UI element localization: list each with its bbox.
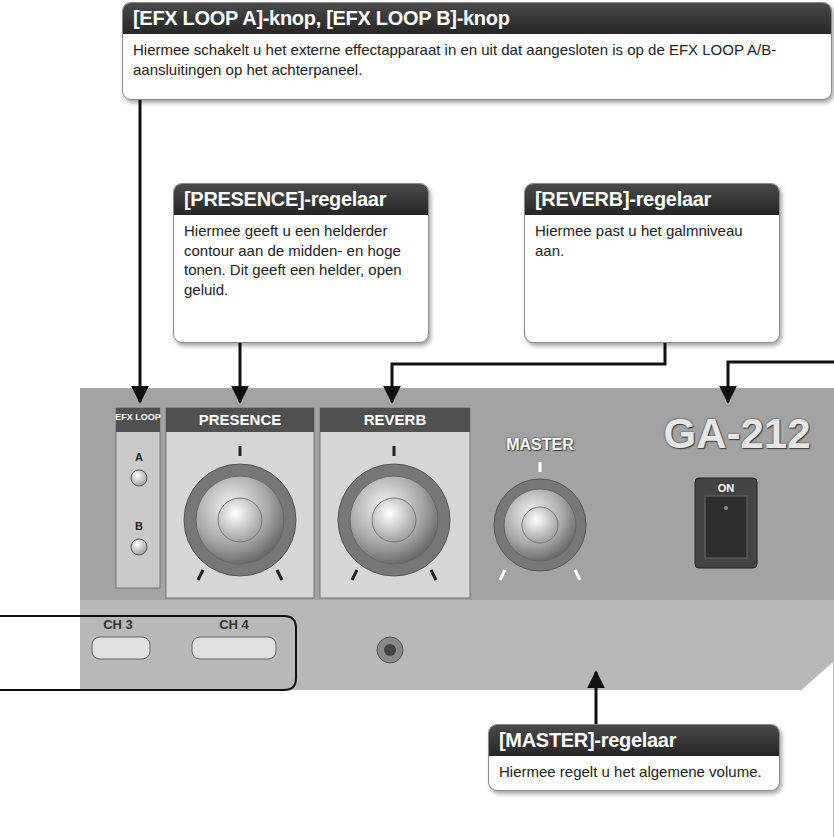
efx-section xyxy=(116,408,160,588)
callout-box: [MASTER]-regelaarHiermee regelt u het al… xyxy=(488,724,780,791)
panel-label: MASTER xyxy=(506,436,574,454)
presence-knob xyxy=(184,446,296,580)
panel-label: CH 4 xyxy=(219,617,249,632)
panel-label: A xyxy=(135,451,143,463)
panel-label: CH 3 xyxy=(103,617,133,632)
panel-label: EFX LOOP xyxy=(115,412,161,422)
panel-label: REVERB xyxy=(364,411,427,428)
bracket xyxy=(0,616,296,690)
callout-title: [EFX LOOP A]-knop, [EFX LOOP B]-knop xyxy=(123,3,831,34)
panel-label: GA-212 xyxy=(663,410,810,458)
callout-box: [REVERB]-regelaarHiermee past u het galm… xyxy=(524,183,780,343)
callout-box: [PRESENCE]-regelaarHiermee geeft u een h… xyxy=(173,183,429,343)
callout-text: Hiermee past u het galmniveau aan. xyxy=(525,215,779,268)
master-knob xyxy=(494,462,586,580)
presence-section xyxy=(166,408,314,598)
panel-face xyxy=(80,388,834,690)
callout-text: Hiermee geeft u een helderder contour aa… xyxy=(174,215,428,307)
callout-text: Hiermee regelt u het algemene volume. xyxy=(489,756,779,790)
callout-box: [EFX LOOP A]-knop, [EFX LOOP B]-knopHier… xyxy=(122,2,832,100)
panel-label: B xyxy=(135,520,143,532)
leader-lines xyxy=(140,98,834,724)
callout-text: Hiermee schakelt u het externe effectapp… xyxy=(123,34,831,87)
callout-title: [PRESENCE]-regelaar xyxy=(174,184,428,215)
callout-title: [MASTER]-regelaar xyxy=(489,725,779,756)
reverb-knob xyxy=(338,446,450,580)
callout-title: [REVERB]-regelaar xyxy=(525,184,779,215)
panel-label: ON xyxy=(718,482,735,494)
panel-label: PRESENCE xyxy=(199,411,282,428)
panel-lower xyxy=(80,600,834,690)
reverb-section xyxy=(320,408,470,598)
